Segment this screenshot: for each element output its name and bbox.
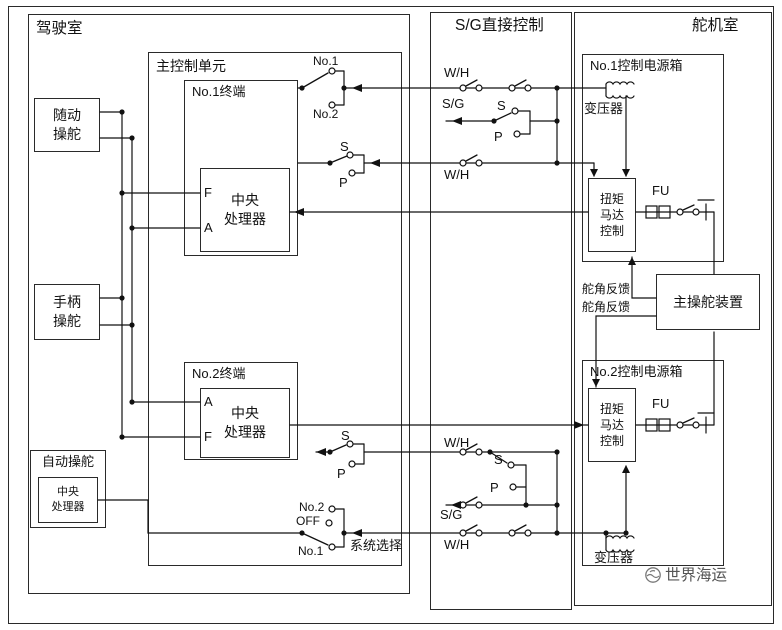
sg-direct-control-title: S/G直接控制 xyxy=(455,17,544,34)
torque2-line2: 马达 xyxy=(599,417,624,432)
sp-switch-a-s-label: S xyxy=(340,139,349,154)
world-shipping-logo-icon xyxy=(645,567,661,583)
torque1-line1: 扭矩 xyxy=(599,191,624,206)
sp-switch-c-s-label: S xyxy=(341,428,350,443)
lever-steering-box: 手柄 操舵 xyxy=(34,284,100,340)
terminal2-port-a: A xyxy=(204,394,213,409)
terminal2-port-f: F xyxy=(204,429,212,444)
sp-switch-b-s-label: S xyxy=(497,98,506,113)
terminal1-port-f: F xyxy=(204,185,212,200)
terminal1-box xyxy=(184,80,298,256)
torque-motor-control1-box: 扭矩 马达 控制 xyxy=(588,178,636,252)
wh-label-1: W/H xyxy=(444,65,470,80)
follow-line2: 操舵 xyxy=(53,126,81,142)
torque2-line3: 控制 xyxy=(599,434,624,449)
torque2-line1: 扭矩 xyxy=(599,401,624,416)
selector-bottom-no2-label: No.2 xyxy=(299,500,325,514)
auto-cpu-line1: 中央 xyxy=(57,486,79,499)
watermark-text: 世界海运 xyxy=(665,567,728,584)
follow-line1: 随动 xyxy=(53,107,81,124)
wh-label-3: W/H xyxy=(444,435,470,450)
follow-up-steering-box: 随动 操舵 xyxy=(34,98,100,152)
wh-label-2: W/H xyxy=(444,167,470,182)
auto-steering-box xyxy=(30,450,106,528)
terminal1-cpu-box: 中央 处理器 xyxy=(200,168,290,252)
steering-gear-room-box xyxy=(574,12,772,606)
sg-label-2: S/G xyxy=(440,507,463,522)
terminal1-cpu-line1: 中央 xyxy=(231,192,259,209)
terminal1-port-a: A xyxy=(204,220,213,235)
torque-motor-control2-box: 扭矩 马达 控制 xyxy=(588,388,636,462)
terminal2-cpu-box: 中央 处理器 xyxy=(200,388,290,458)
auto-cpu-line2: 处理器 xyxy=(51,501,85,513)
fu1-label: FU xyxy=(652,183,670,198)
sg-direct-control-box xyxy=(430,12,572,610)
terminal2-title: No.2终端 xyxy=(192,366,246,381)
steering-gear-room-title: 舵机室 xyxy=(692,17,739,34)
terminal2-cpu-line2: 处理器 xyxy=(224,424,266,440)
main-steering-device-box: 主操舵装置 xyxy=(656,274,760,330)
transformer1-label: 变压器 xyxy=(584,101,624,116)
auto-steering-title: 自动操舵 xyxy=(41,454,94,469)
terminal1-cpu-line2: 处理器 xyxy=(224,211,266,227)
terminal1-title: No.1终端 xyxy=(192,84,246,99)
wh-label-4: W/H xyxy=(444,537,470,552)
sp-switch-d-s-label: S xyxy=(494,452,503,467)
torque1-line3: 控制 xyxy=(599,224,624,239)
torque1-line2: 马达 xyxy=(599,207,624,222)
sp-switch-b-p-label: P xyxy=(494,129,503,144)
outer-frame xyxy=(8,6,774,624)
fu2-label: FU xyxy=(652,396,670,411)
bridge-room-title: 驾驶室 xyxy=(36,20,83,37)
lever-line2: 操舵 xyxy=(53,313,81,329)
terminal2-cpu-line1: 中央 xyxy=(231,405,259,422)
main-steering-device-label: 主操舵装置 xyxy=(673,293,743,310)
auto-steering-cpu-box: 中央 处理器 xyxy=(38,477,98,523)
selector-bottom-off-label: OFF xyxy=(296,514,320,528)
sp-switch-a-p-label: P xyxy=(339,175,348,190)
main-control-unit-box xyxy=(148,52,402,566)
main-control-unit-title: 主控制单元 xyxy=(156,58,226,74)
lever-line1: 手柄 xyxy=(53,294,81,311)
selector-top-no1-label: No.1 xyxy=(313,54,339,68)
bridge-room-box xyxy=(28,14,410,594)
power-box2-title: No.2控制电源箱 xyxy=(590,364,683,379)
selector-top-no2-label: No.2 xyxy=(313,107,339,121)
sp-switch-c-p-label: P xyxy=(337,466,346,481)
power-box1-title: No.1控制电源箱 xyxy=(590,58,683,73)
sp-switch-d-p-label: P xyxy=(490,480,499,495)
selector-bottom-no1-label: No.1 xyxy=(298,544,324,558)
transformer2-label: 变压器 xyxy=(594,550,634,565)
system-select-caption: 系统选择 xyxy=(350,538,403,553)
sg-label-1: S/G xyxy=(442,96,465,111)
rudder-feedback-label-2: 舵角反馈 xyxy=(582,300,631,314)
rudder-feedback-label-1: 舵角反馈 xyxy=(582,282,631,296)
terminal2-box xyxy=(184,362,298,460)
